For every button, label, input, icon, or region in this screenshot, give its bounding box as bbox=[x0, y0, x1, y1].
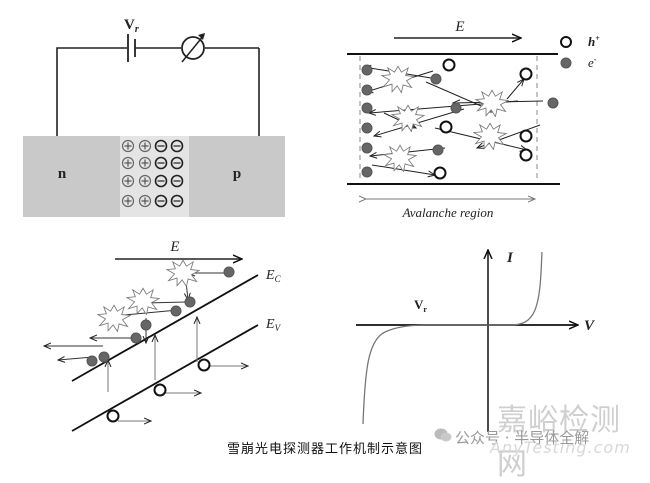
electron-icon bbox=[98, 351, 110, 363]
n-region bbox=[23, 136, 120, 217]
watermark-account: 公众号 · 半导体全解 bbox=[455, 429, 590, 447]
positive-ion-icon bbox=[121, 156, 135, 170]
impact-ionization-icon bbox=[166, 259, 200, 287]
conduction-band-label: EC bbox=[265, 268, 282, 284]
carrier-path-arrow bbox=[58, 357, 94, 360]
band-panel: E EC EV bbox=[44, 239, 282, 432]
negative-ion-icon bbox=[154, 194, 168, 208]
iv-forward-branch bbox=[488, 251, 543, 326]
positive-ion-icon bbox=[121, 139, 135, 153]
positive-ion-icon bbox=[121, 194, 135, 208]
depletion-ions bbox=[121, 139, 184, 208]
n-region-label: n bbox=[58, 166, 67, 182]
i-axis-label: I bbox=[506, 250, 514, 266]
avalanche-carriers bbox=[361, 58, 559, 180]
electron-icon bbox=[184, 296, 196, 308]
hole-icon bbox=[519, 67, 533, 81]
negative-ion-icon bbox=[154, 156, 168, 170]
negative-ion-icon bbox=[170, 139, 184, 153]
hole-icon bbox=[197, 358, 211, 372]
electron-icon bbox=[361, 122, 373, 134]
positive-ion-icon bbox=[138, 194, 152, 208]
positive-ion-icon bbox=[121, 174, 135, 188]
hole-icon bbox=[519, 129, 533, 143]
negative-ion-icon bbox=[154, 174, 168, 188]
valence-band-label: EV bbox=[265, 317, 282, 333]
electron-icon bbox=[223, 266, 235, 278]
electron-icon bbox=[547, 97, 559, 109]
electron-icon bbox=[560, 57, 572, 69]
p-region bbox=[189, 136, 285, 217]
electron-icon bbox=[450, 102, 462, 114]
hole-icon bbox=[153, 383, 167, 397]
electron-icon bbox=[170, 305, 182, 317]
iv-reverse-branch bbox=[362, 324, 488, 425]
field-label: E bbox=[454, 19, 464, 35]
negative-ion-icon bbox=[170, 194, 184, 208]
wechat-icon bbox=[434, 428, 452, 442]
battery-icon bbox=[127, 34, 136, 62]
electron-icon bbox=[130, 332, 142, 344]
hole-icon bbox=[442, 58, 456, 72]
electron-icon bbox=[86, 355, 98, 367]
p-region-label: p bbox=[233, 166, 241, 182]
bias-voltage-label: Vr bbox=[124, 17, 139, 35]
iv-panel: I V Vr bbox=[356, 250, 596, 432]
hole-icon bbox=[433, 166, 447, 180]
impact-ionization-icon bbox=[126, 287, 160, 315]
electron-icon bbox=[361, 64, 373, 76]
electron-icon bbox=[361, 142, 373, 154]
positive-ion-icon bbox=[138, 156, 152, 170]
watermark-brand-en: AnyTesting.com bbox=[490, 438, 631, 457]
electron-icon bbox=[140, 319, 152, 331]
breakdown-voltage-label: Vr bbox=[414, 297, 427, 314]
positive-ion-icon bbox=[138, 139, 152, 153]
carrier-path-arrow bbox=[506, 79, 524, 100]
positive-ion-icon bbox=[138, 174, 152, 188]
impact-ionization-icon bbox=[381, 65, 415, 93]
band-carriers bbox=[44, 259, 248, 423]
hole-icon bbox=[560, 36, 572, 48]
legend: h+ e- bbox=[560, 34, 600, 70]
electron-icon bbox=[361, 84, 373, 96]
circuit-panel: Vr n p bbox=[23, 17, 285, 217]
impact-ionization-icon bbox=[97, 304, 131, 332]
band-field-label: E bbox=[169, 239, 179, 255]
electron-icon bbox=[430, 73, 442, 85]
electron-icon bbox=[432, 144, 444, 156]
electron-icon bbox=[361, 166, 373, 178]
v-axis-label: V bbox=[584, 318, 596, 334]
hole-icon bbox=[519, 148, 533, 162]
impact-ionization-icon bbox=[475, 89, 509, 117]
ammeter-icon bbox=[181, 33, 205, 63]
figure-caption: 雪崩光电探测器工作机制示意图 bbox=[226, 442, 423, 457]
conduction-band bbox=[71, 274, 259, 382]
avalanche-panel: E Avalanche region h+ e- bbox=[347, 19, 600, 220]
negative-ion-icon bbox=[170, 156, 184, 170]
negative-ion-icon bbox=[170, 174, 184, 188]
valence-band bbox=[71, 324, 259, 432]
electron-icon bbox=[361, 102, 373, 114]
hole-icon bbox=[439, 120, 453, 134]
legend-electron-label: e- bbox=[588, 55, 597, 70]
negative-ion-icon bbox=[154, 139, 168, 153]
legend-hole-label: h+ bbox=[588, 34, 600, 49]
diagram-canvas: Vr n p E Avalanche region h+ e- E EC EV bbox=[23, 17, 600, 432]
avalanche-region-label: Avalanche region bbox=[402, 205, 494, 220]
hole-icon bbox=[106, 409, 120, 423]
circuit-wire bbox=[56, 47, 127, 120]
impact-ionization-icon bbox=[473, 122, 507, 150]
